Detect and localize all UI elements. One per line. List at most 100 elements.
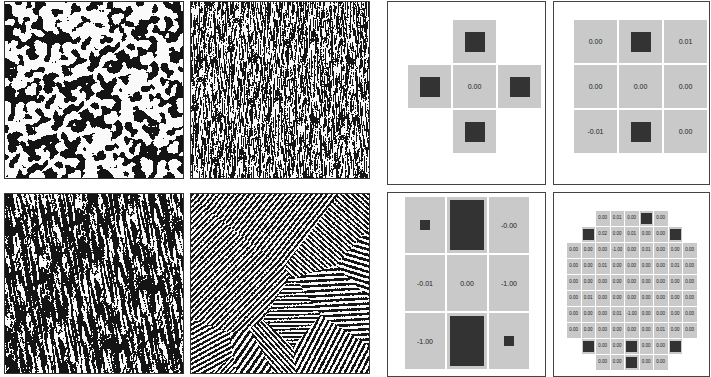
weight-square (465, 32, 485, 52)
weight-value: 0.01 (642, 248, 651, 253)
weight-value: 0.00 (685, 280, 694, 285)
weight-value: 0.00 (656, 232, 665, 237)
weight-value: 0.00 (584, 248, 593, 253)
weight-value: 0.00 (656, 248, 665, 253)
weight-value: 0.00 (569, 280, 578, 285)
weight-value: 0.00 (613, 264, 622, 269)
weight-value: 0.00 (656, 344, 665, 349)
weight-value: 0.00 (671, 296, 680, 301)
weight-value: 0.00 (598, 344, 607, 349)
weight-value: 0.00 (642, 296, 651, 301)
weight-value: 0.00 (589, 83, 603, 90)
weight-value: 0.00 (613, 280, 622, 285)
weight-value: -0.00 (501, 222, 517, 229)
weight-value: 0.00 (642, 232, 651, 237)
weight-value: 0.01 (584, 296, 593, 301)
weight-square (583, 341, 594, 352)
weight-value: 0.00 (679, 83, 693, 90)
weight-value: 0.00 (627, 280, 636, 285)
weight-value: 0.00 (569, 328, 578, 333)
weight-value: 0.00 (634, 83, 648, 90)
weight-value: 0.00 (613, 296, 622, 301)
weight-square (510, 77, 530, 97)
weight-value: 0.00 (460, 280, 474, 287)
weight-value: 0.00 (627, 216, 636, 221)
weight-value: -1.00 (417, 338, 433, 345)
weight-value: 0.00 (613, 328, 622, 333)
weight-value: 0.00 (671, 280, 680, 285)
weight-square (450, 200, 484, 250)
weight-square (670, 341, 681, 352)
weight-square (626, 341, 637, 352)
weight-value: 0.00 (642, 312, 651, 317)
texture-image (190, 193, 370, 374)
weight-value: 0.00 (642, 344, 651, 349)
weight-value: 0.00 (613, 232, 622, 237)
weight-value: -0.01 (417, 280, 433, 287)
weight-value: 0.00 (569, 248, 578, 253)
weight-value: 0.00 (685, 248, 694, 253)
weight-value: 0.00 (468, 83, 482, 90)
weight-value: 0.00 (627, 296, 636, 301)
weight-value: 0.00 (598, 312, 607, 317)
weight-value: 0.00 (598, 216, 607, 221)
weight-square (641, 213, 652, 224)
weight-value: 0.01 (613, 312, 622, 317)
weight-value: 0.00 (685, 264, 694, 269)
weight-value: 0.00 (598, 248, 607, 253)
weight-value: 0.00 (671, 328, 680, 333)
weight-value: 0.00 (627, 328, 636, 333)
weight-value: 0.00 (685, 328, 694, 333)
weight-value: 0.00 (656, 296, 665, 301)
weight-value: 0.00 (685, 296, 694, 301)
weight-value: 0.00 (584, 280, 593, 285)
weight-value: 0.00 (598, 360, 607, 365)
weight-value: 0.00 (584, 264, 593, 269)
weight-value: 0.00 (613, 360, 622, 365)
weight-value: 0.00 (656, 312, 665, 317)
weight-value: 0.01 (613, 216, 622, 221)
weight-value: 0.01 (671, 264, 680, 269)
weight-value: 0.00 (671, 312, 680, 317)
weight-value: 0.00 (613, 344, 622, 349)
weight-square (420, 220, 430, 230)
weight-value: -1.00 (612, 248, 622, 253)
weight-value: 0.00 (642, 328, 651, 333)
weight-value: -1.00 (501, 280, 517, 287)
weight-value: 0.00 (656, 216, 665, 221)
weight-value: 0.00 (627, 248, 636, 253)
weight-value: -0.01 (588, 128, 604, 135)
weight-value: 0.00 (598, 280, 607, 285)
weight-value: 0.00 (642, 360, 651, 365)
weight-square (465, 122, 485, 142)
weight-square (626, 357, 637, 368)
weight-value: 0.00 (569, 296, 578, 301)
weight-square (420, 77, 440, 97)
weight-value: 0.01 (627, 232, 636, 237)
weight-value: 0.00 (685, 312, 694, 317)
weight-square (631, 122, 651, 142)
weight-value: 0.02 (598, 232, 607, 237)
weight-value: 0.00 (656, 280, 665, 285)
weight-value: 0.00 (584, 328, 593, 333)
weight-value: 0.00 (584, 312, 593, 317)
weight-value: 0.00 (642, 280, 651, 285)
weight-value: 0.00 (671, 248, 680, 253)
weight-value: 0.01 (598, 264, 607, 269)
weight-value: 0.00 (627, 264, 636, 269)
weight-square (670, 229, 681, 240)
weight-value: 0.00 (569, 264, 578, 269)
weight-value: 0.00 (656, 360, 665, 365)
weight-value: 0.00 (569, 312, 578, 317)
weight-value: 0.01 (679, 38, 693, 45)
texture-image (4, 1, 184, 179)
weight-value: 0.00 (679, 128, 693, 135)
weight-value: 0.00 (642, 264, 651, 269)
weight-value: 0.00 (598, 328, 607, 333)
weight-value: 0.00 (589, 38, 603, 45)
texture-image (4, 193, 184, 374)
texture-image (190, 1, 370, 179)
weight-value: 0.00 (598, 296, 607, 301)
weight-square (450, 316, 484, 366)
weight-value: 0.00 (656, 264, 665, 269)
